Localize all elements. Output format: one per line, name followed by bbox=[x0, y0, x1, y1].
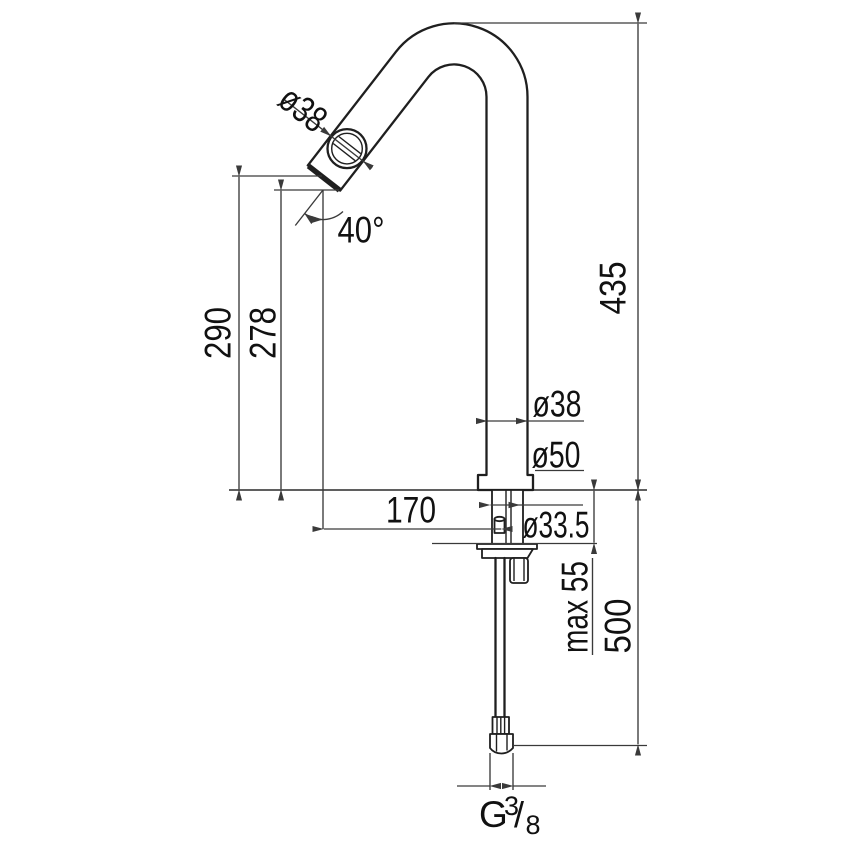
label-spout-reach: 170 bbox=[386, 490, 436, 531]
label-body-diameter: ø38 bbox=[533, 384, 582, 425]
mounting-nut bbox=[509, 557, 529, 584]
angle-annotation bbox=[294, 189, 344, 226]
label-outlet-center-height: 290 bbox=[198, 307, 239, 359]
label-base-diameter: ø50 bbox=[532, 435, 581, 476]
arrow-body-diameter-right bbox=[516, 417, 528, 425]
hose-connector-nut bbox=[489, 733, 514, 755]
dim-line-spout-diameter bbox=[320, 126, 374, 171]
leader-spout-diameter bbox=[283, 98, 332, 137]
leader-spout-diameter-tail bbox=[362, 160, 373, 169]
label-spout-angle: 40° bbox=[338, 210, 385, 251]
spout-end-face bbox=[306, 163, 342, 193]
arrow-shank-diameter-right bbox=[508, 501, 520, 509]
fixing-stud-top bbox=[493, 515, 506, 523]
thread-prefix: G bbox=[479, 794, 508, 835]
angle-arrow-right bbox=[311, 216, 323, 223]
thread-label: G 3 / 8 bbox=[479, 791, 541, 840]
faucet-body-outline bbox=[306, 22, 535, 492]
thread-numerator: 3 bbox=[504, 791, 519, 821]
label-max-deck-thickness: max 55 bbox=[555, 561, 596, 653]
angle-arrow-left bbox=[304, 213, 317, 225]
label-hose-length: 500 bbox=[598, 599, 639, 654]
label-shank-diameter: ø33.5 bbox=[523, 505, 590, 546]
label-outlet-tip-height: 278 bbox=[243, 307, 284, 359]
mounting-washer-body bbox=[481, 548, 534, 559]
angle-leg-diagonal bbox=[294, 189, 324, 226]
thread-slash: / bbox=[514, 794, 524, 835]
label-total-height: 435 bbox=[593, 262, 634, 315]
thread-denominator: 8 bbox=[526, 810, 541, 840]
